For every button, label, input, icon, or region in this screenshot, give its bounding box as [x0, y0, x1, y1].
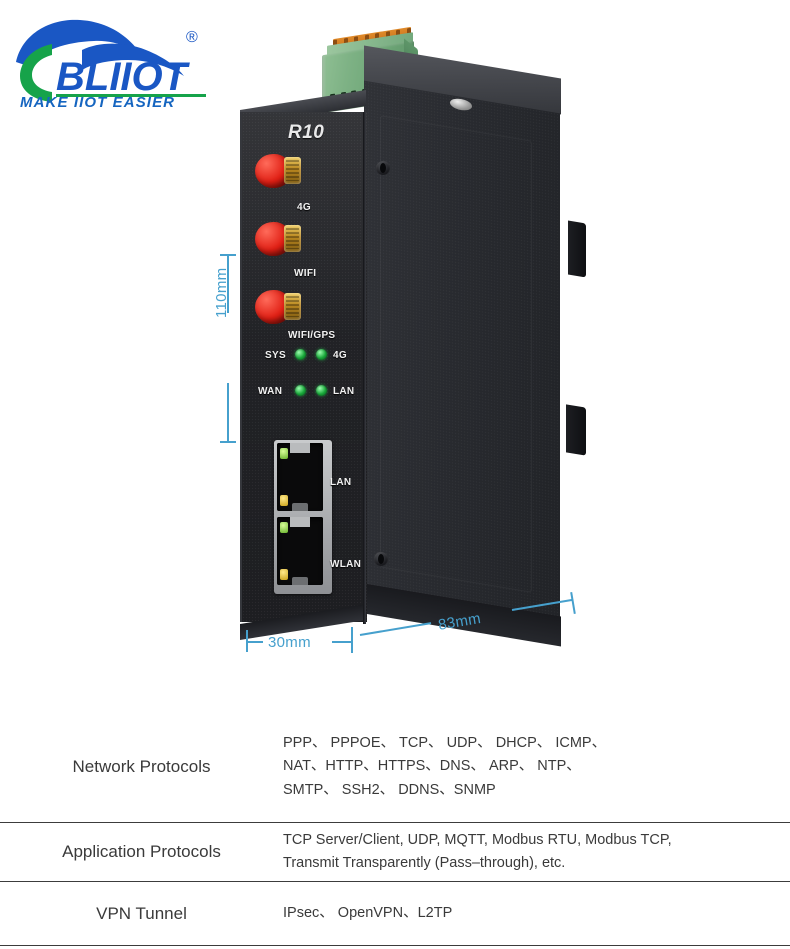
led-lan: [316, 385, 327, 396]
antenna-label-4g: 4G: [297, 202, 311, 213]
spec-label-network-protocols: Network Protocols: [72, 757, 211, 776]
led-label-4g: 4G: [333, 350, 347, 361]
led-label-sys: SYS: [265, 350, 286, 361]
logo-tagline: MAKE IIOT EASIER: [20, 94, 175, 108]
table-row: Application Protocols TCP Server/Client,…: [0, 823, 790, 882]
table-row: VPN Tunnel IPsec、 OpenVPN、L2TP: [0, 882, 790, 946]
din-rail-clip-upper: [568, 220, 586, 278]
antenna-connector-4g: [255, 152, 307, 192]
spec-value-vpn-tunnel: IPsec、 OpenVPN、L2TP: [283, 904, 453, 921]
logo-artwork: BLIIOT ® MAKE IIOT EASIER: [16, 19, 206, 108]
spec-value-network-protocols: PPP、 PPPOE、 TCP、 UDP、 DHCP、 ICMP、 NAT、HT…: [283, 734, 607, 798]
din-rail-clip-lower: [566, 404, 586, 456]
product-photo: R10 4G WIFI WIFI/GPS SYS 4G WAN LAN LAN …: [0, 0, 790, 700]
panel-screw-top: [376, 161, 390, 175]
dimension-line-height-lower: [227, 383, 229, 443]
led-4g: [316, 349, 327, 360]
ethernet-port-wlan: [277, 517, 323, 585]
antenna-label-wifi: WIFI: [294, 268, 317, 279]
dimension-tick-depth-left: [246, 630, 248, 652]
dimension-line-depth-right: [332, 641, 352, 643]
ethernet-port-lan: [277, 443, 323, 511]
spec-value-application-protocols: TCP Server/Client, UDP, MQTT, Modbus RTU…: [283, 831, 672, 871]
dimension-label-height: 110mm: [213, 267, 230, 318]
led-wan: [295, 385, 306, 396]
antenna-connector-wifi-gps: [255, 288, 307, 328]
ethernet-port-group: [274, 440, 332, 594]
registered-trademark-icon: ®: [186, 29, 198, 46]
specification-table: Network Protocols PPP、 PPPOE、 TCP、 UDP、 …: [0, 712, 790, 946]
led-label-wan: WAN: [258, 386, 283, 397]
dimension-tick-depth-right: [351, 627, 353, 653]
spec-label-vpn-tunnel: VPN Tunnel: [96, 903, 187, 923]
dimension-label-depth: 30mm: [268, 634, 311, 651]
dimension-tick-height-bottom: [220, 441, 236, 443]
table-row: Network Protocols PPP、 PPPOE、 TCP、 UDP、 …: [0, 712, 790, 823]
antenna-connector-wifi: [255, 220, 307, 260]
ethernet-label-lan: LAN: [330, 477, 352, 488]
dimension-line-width-left: [359, 622, 432, 636]
dimension-tick-width-right: [570, 591, 576, 615]
dimension-tick-height-top: [220, 254, 236, 256]
enclosure-side-panel: [380, 115, 532, 593]
antenna-label-wifi-gps: WIFI/GPS: [288, 330, 336, 341]
led-sys: [295, 349, 306, 360]
dimension-line-depth-left: [247, 641, 263, 643]
model-name: R10: [288, 122, 325, 143]
logo-wordmark: BLIIOT: [56, 55, 191, 99]
ethernet-label-wlan: WLAN: [330, 559, 362, 570]
panel-screw-bottom: [374, 552, 388, 566]
brand-logo: BLIIOT ® MAKE IIOT EASIER: [8, 10, 236, 108]
dimension-line-height-upper: [227, 255, 229, 313]
enclosure-corner-seam: [363, 112, 366, 624]
led-label-lan: LAN: [333, 386, 355, 397]
spec-label-application-protocols: Application Protocols: [62, 842, 221, 861]
